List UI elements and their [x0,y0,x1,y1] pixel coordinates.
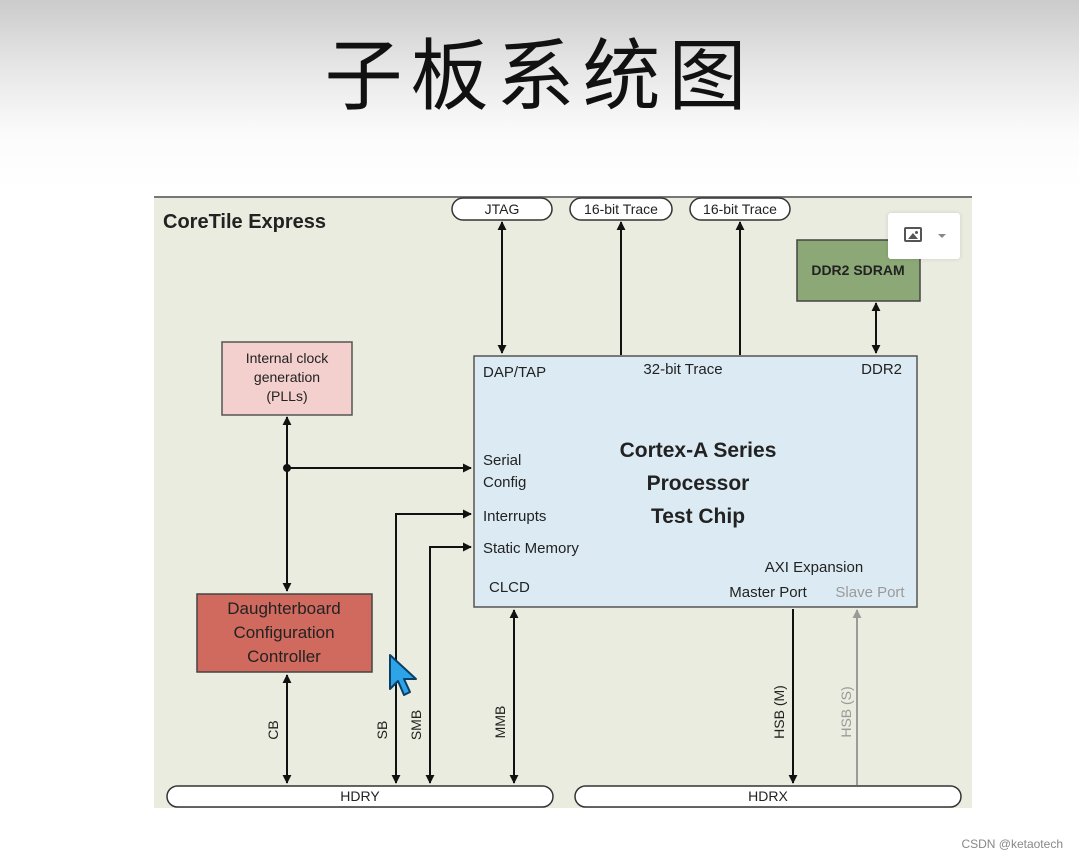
hsb-m-bus-label: HSB (M) [771,685,787,739]
trace-port-1-label: 16-bit Trace [584,201,658,217]
controller-label-line-3: Controller [247,647,321,666]
pll-label-line-2: generation [254,369,320,385]
hdrx-connector [574,785,962,808]
slave-port-label: Slave Port [835,584,905,601]
trace-port-1 [569,197,673,221]
jtag-port-label: JTAG [485,201,520,217]
caret-down-icon [938,234,946,238]
pll-label-line-3: (PLLs) [266,388,307,404]
serial-config-label-line-2: Config [483,474,526,491]
sb-bus-label: SB [374,721,390,740]
slide-header [0,0,1079,190]
trace-port-2-label: 16-bit Trace [703,201,777,217]
processor-block [473,355,918,608]
pll-label-line-1: Internal clock [246,350,329,366]
processor-title-line-3: Test Chip [651,505,745,528]
ddr2-sdram-label: DDR2 SDRAM [811,262,904,278]
cb-bus-label: CB [265,720,281,739]
smb-bus-label: SMB [408,710,424,740]
clcd-label: CLCD [489,579,530,596]
controller-label-line-2: Configuration [233,623,334,642]
hsb-s-bus-label: HSB (S) [838,686,854,737]
sb-interrupts-link [391,509,472,784]
serial-config-label-line-1: Serial [483,452,521,469]
hdrx-label: HDRX [748,788,788,804]
slide-title: 子板系统图 [324,32,755,122]
processor-title-line-2: Processor [647,472,750,495]
controller-label-line-1: Daughterboard [227,599,340,618]
interrupts-label: Interrupts [483,508,546,525]
axi-expansion-label: AXI Expansion [765,559,863,576]
board-title: CoreTile Express [163,211,326,233]
mmb-bus-label: MMB [492,706,508,739]
trace32-label: 32-bit Trace [643,361,722,378]
ddr2-port-label: DDR2 [861,361,902,378]
image-options-button[interactable] [888,213,960,259]
watermark: CSDN @ketaotech [961,837,1063,851]
static-memory-label: Static Memory [483,540,579,557]
mouse-cursor-icon [389,654,417,696]
processor-title-line-1: Cortex-A Series [620,439,777,462]
controller-block [196,593,373,673]
master-port-label: Master Port [729,584,807,601]
jtag-port [451,197,553,221]
hdry-label: HDRY [340,788,380,804]
dap-tap-label: DAP/TAP [483,364,546,381]
pll-block [221,341,353,416]
image-icon [904,227,922,242]
hdry-connector [166,785,554,808]
trace-port-2 [689,197,791,221]
smb-static-memory-link [425,542,472,784]
